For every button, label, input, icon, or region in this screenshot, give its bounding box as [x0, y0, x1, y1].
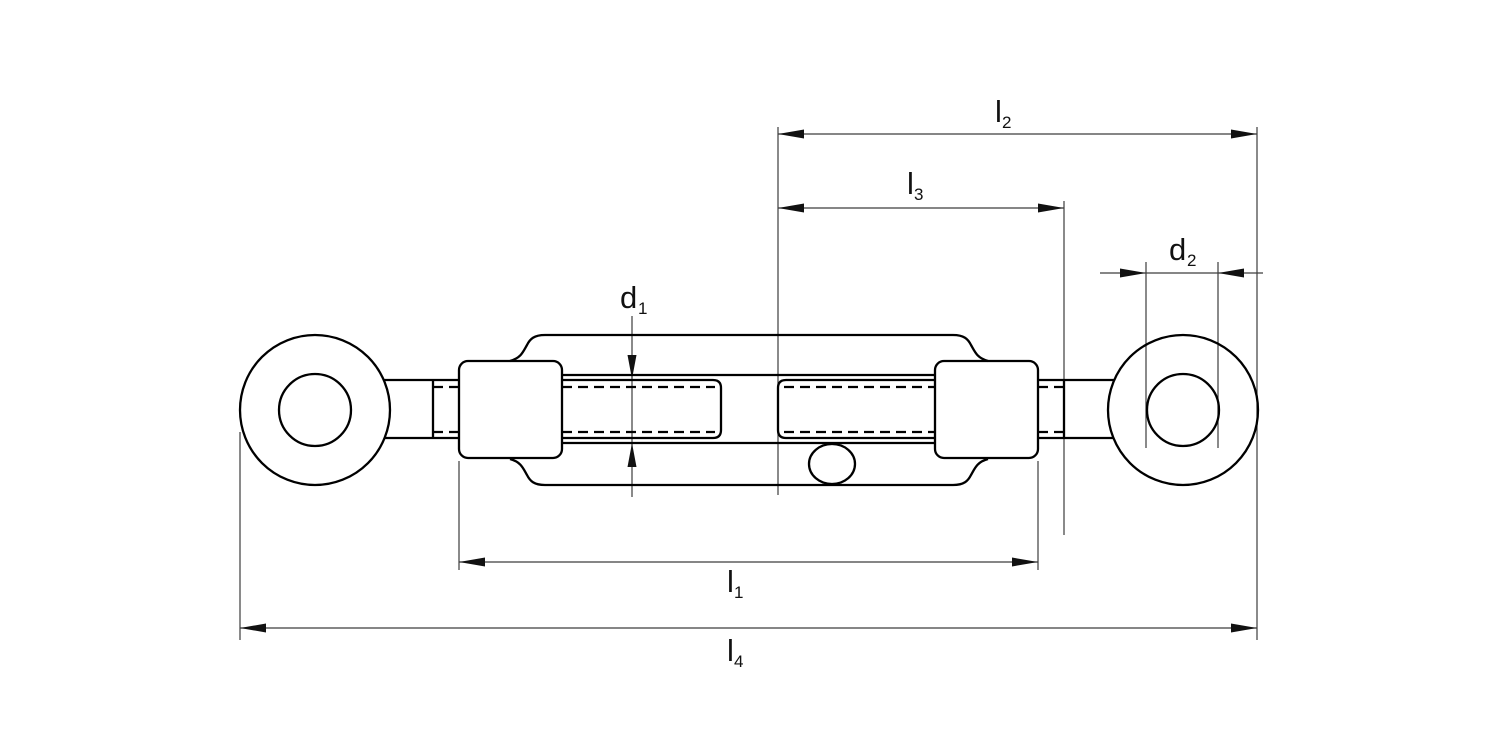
label-l2: l 2: [995, 94, 1011, 132]
d1-bottom-arrow: [627, 443, 637, 467]
turnbuckle-part: [238, 333, 1260, 487]
l1-left-arrow: [459, 557, 485, 567]
label-l4: l 4: [727, 633, 743, 671]
d2-left-arrow: [1120, 268, 1146, 278]
label-l1-subscript: 1: [734, 583, 743, 602]
label-d1: d 1: [620, 280, 647, 318]
label-l1: l 1: [727, 564, 743, 602]
l1-right-arrow: [1012, 557, 1038, 567]
label-l4-subscript: 4: [734, 652, 743, 671]
l4-left-arrow: [240, 623, 266, 633]
body-outer-bottom: [509, 457, 989, 487]
body-hole: [807, 442, 857, 486]
label-d2: d 2: [1169, 232, 1196, 270]
left-rod-outline: [562, 378, 723, 440]
left-eye-outer-ring: [238, 333, 392, 487]
right-eye-hole: [1145, 372, 1221, 448]
label-l3-letter: l: [907, 166, 914, 201]
label-l2-subscript: 2: [1002, 113, 1011, 132]
label-l2-letter: l: [995, 94, 1002, 129]
label-l4-letter: l: [727, 633, 734, 668]
l3-right-arrow: [1038, 203, 1064, 213]
label-l3-subscript: 3: [914, 185, 923, 204]
l3-left-arrow: [778, 203, 804, 213]
body-outer-top: [509, 333, 989, 363]
label-d2-subscript: 2: [1187, 251, 1196, 270]
dimension-annotations: [239, 127, 1263, 640]
left-body-nut: [457, 359, 564, 460]
label-l3: l 3: [907, 166, 923, 204]
d2-right-arrow: [1218, 268, 1244, 278]
l2-right-arrow: [1231, 129, 1257, 139]
l4-right-arrow: [1231, 623, 1257, 633]
label-l1-letter: l: [727, 564, 734, 599]
label-d1-subscript: 1: [638, 299, 647, 318]
right-eye-outer-ring: [1106, 333, 1260, 487]
d1-top-arrow: [627, 355, 637, 379]
l2-left-arrow: [778, 129, 804, 139]
label-d2-letter: d: [1169, 232, 1186, 267]
label-d1-letter: d: [620, 280, 637, 315]
right-body-nut: [933, 359, 1040, 460]
dimension-labels: l 2 l 3 d 2 d 1 l 1 l 4: [620, 94, 1196, 671]
right-rod-outline: [776, 378, 936, 440]
left-eye-hole: [277, 372, 353, 448]
